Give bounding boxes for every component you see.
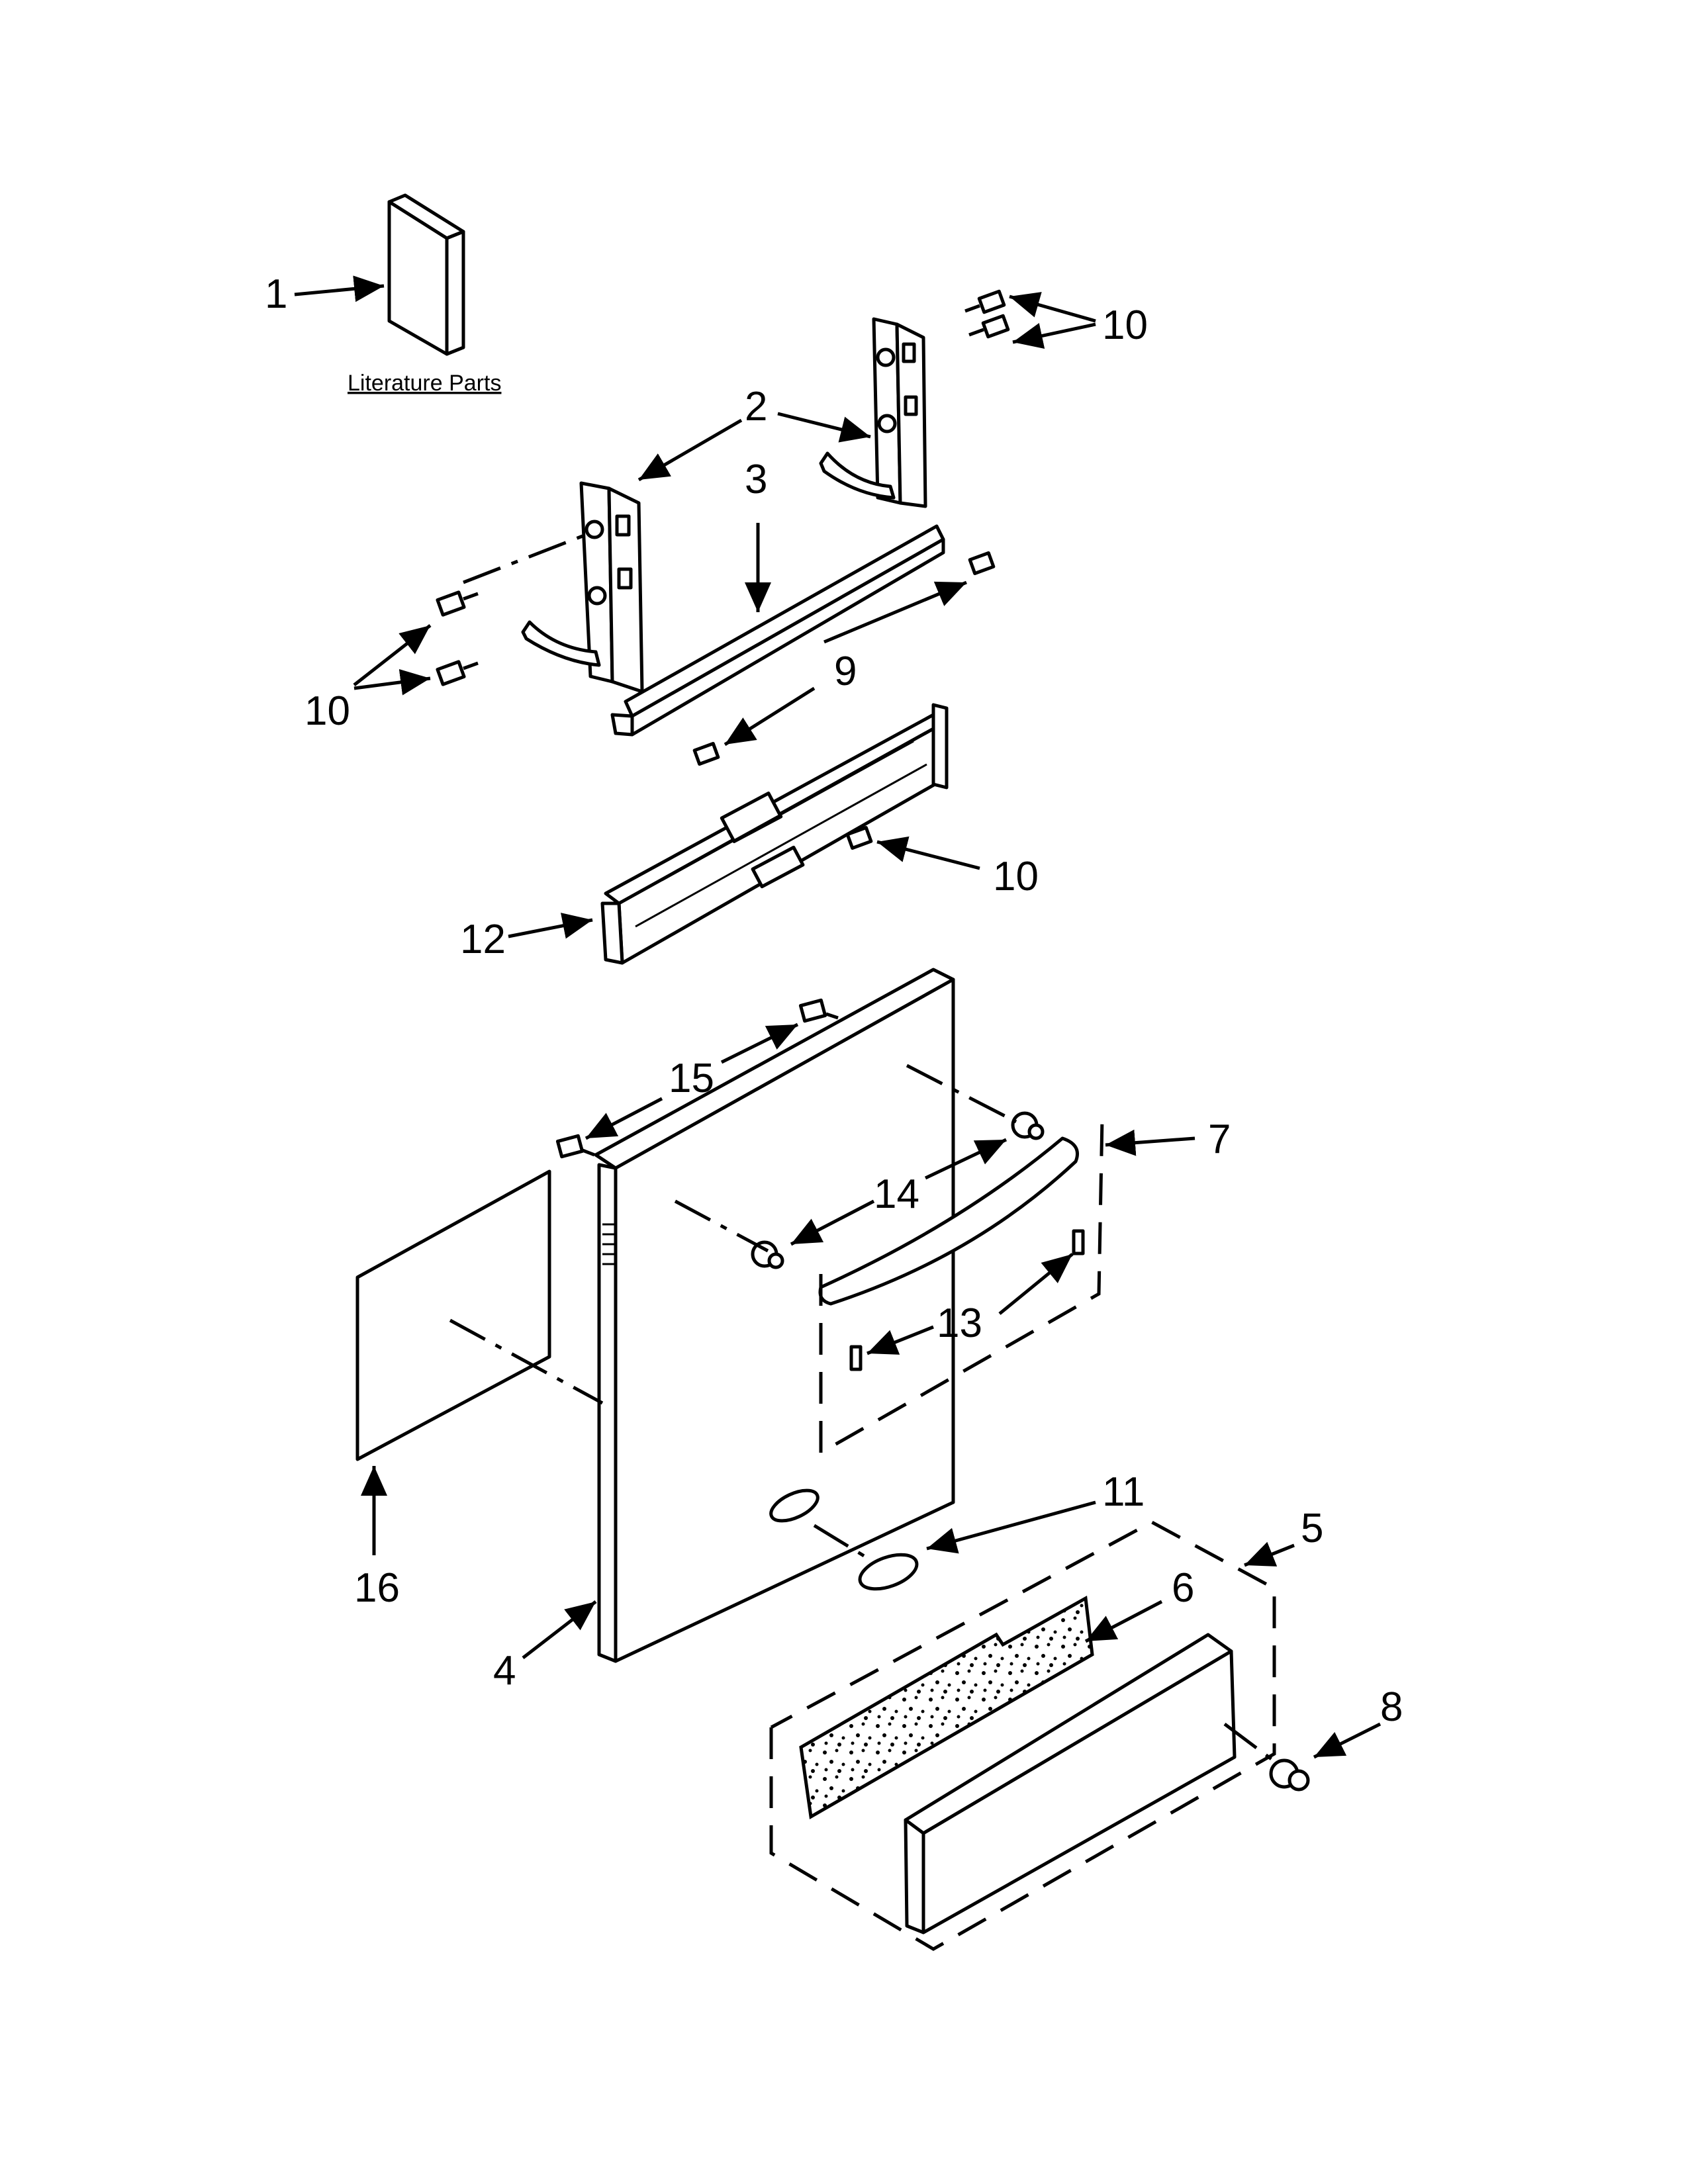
screw-icon — [1011, 1111, 1045, 1140]
callout-15: 15 — [669, 1056, 714, 1101]
alignment-line — [813, 1524, 875, 1564]
callout-14: 14 — [874, 1171, 919, 1217]
alignment-line — [463, 534, 583, 584]
callout-9: 9 — [834, 649, 857, 694]
plug — [858, 1553, 919, 1591]
right-side-bracket — [819, 317, 927, 508]
screw-icon — [968, 551, 996, 575]
top-support-channel — [610, 524, 945, 737]
leader-arrows — [294, 275, 1382, 1759]
screw-icon — [436, 590, 479, 617]
screws — [436, 289, 1310, 1792]
callout-10-middle: 10 — [993, 854, 1039, 899]
screw-icon — [555, 1134, 595, 1159]
literature-parts-caption: Literature Parts — [348, 371, 501, 396]
insulation-sheet — [355, 1169, 551, 1461]
screw-icon — [1269, 1758, 1310, 1792]
left-side-bracket — [521, 481, 644, 694]
alignment-line — [449, 1318, 604, 1405]
callout-5: 5 — [1301, 1506, 1323, 1551]
alignment-line — [1223, 1723, 1279, 1765]
screw-icon — [849, 1345, 863, 1371]
callout-10-top-right: 10 — [1102, 302, 1148, 348]
door-handle — [818, 1136, 1079, 1306]
callout-6: 6 — [1172, 1565, 1194, 1611]
toe-panel-kit-outline — [769, 1520, 1276, 1951]
screw-icon — [751, 1240, 784, 1269]
toe-panel — [904, 1633, 1237, 1934]
door-panel — [594, 968, 955, 1663]
callout-7: 7 — [1208, 1116, 1231, 1162]
callout-13: 13 — [937, 1300, 982, 1346]
callout-4: 4 — [493, 1648, 516, 1694]
control-housing — [600, 703, 949, 965]
alignment-line — [906, 1064, 1017, 1124]
screw-icon — [692, 742, 720, 766]
screw-icon — [798, 998, 839, 1023]
door-vent-slots — [602, 1223, 614, 1265]
callout-12: 12 — [460, 917, 506, 962]
sound-pad — [799, 1595, 1094, 1820]
callout-16: 16 — [354, 1565, 400, 1611]
literature-book — [387, 193, 465, 356]
callout-10-left: 10 — [305, 688, 350, 734]
callout-11: 11 — [1102, 1469, 1145, 1515]
screw-icon — [845, 826, 873, 850]
callout-8: 8 — [1380, 1684, 1403, 1730]
screw-icon — [1072, 1229, 1085, 1255]
callout-2: 2 — [745, 384, 767, 430]
callout-3: 3 — [745, 457, 767, 502]
alignment-line — [674, 1199, 769, 1253]
callout-1: 1 — [265, 271, 287, 317]
screw-icon — [968, 314, 1010, 339]
screw-icon — [964, 289, 1006, 314]
screw-icon — [436, 660, 479, 686]
